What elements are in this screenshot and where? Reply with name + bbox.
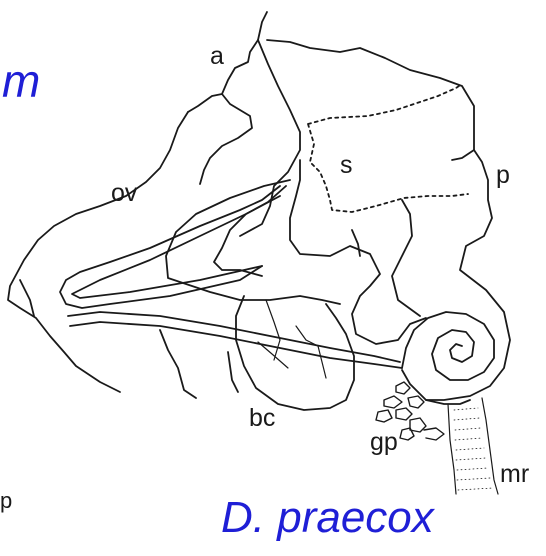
long-duct [68,312,402,368]
dorsal-outline [188,12,267,184]
label-s: s [340,153,353,178]
central-body-2 [352,200,420,316]
species-name: D. praecox [221,496,434,540]
nerve-root-mr [448,398,498,494]
label-bc: bc [249,406,275,431]
label-gp: gp [370,430,398,455]
cochlea-base [402,370,470,404]
snout-outline [8,112,188,392]
bc-folds [258,300,326,378]
label-p: p [496,163,510,188]
region-s-boundary [308,84,468,212]
bc-pouch [236,296,354,410]
cropped-left-fragment: p [0,490,12,512]
lower-left-outline [160,330,238,398]
label-mr: mr [500,462,529,487]
label-ov: ov [111,181,137,206]
central-body [290,160,426,344]
cropped-title-fragment: m [2,58,40,104]
inner-lobe [166,180,340,304]
upper-canal-inner [72,196,280,298]
notch-p [452,150,474,160]
label-a: a [210,44,224,69]
